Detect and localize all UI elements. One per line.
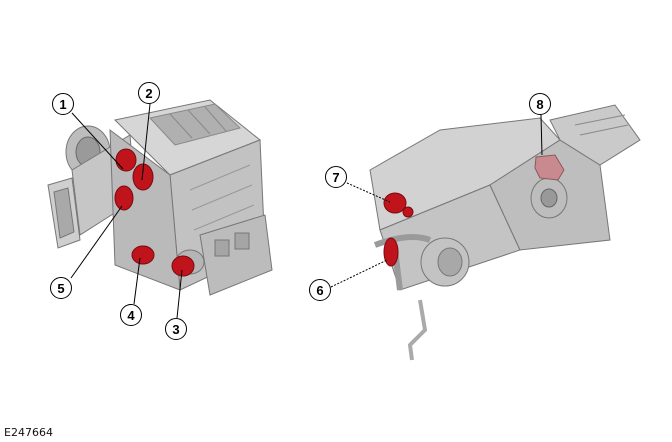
actuator-5	[114, 185, 134, 211]
leader-lines	[70, 103, 543, 319]
callout-2: 2	[138, 82, 160, 104]
actuator-2	[132, 163, 154, 191]
actuator-6	[383, 237, 399, 267]
actuator-8	[534, 154, 565, 181]
callout-6: 6	[309, 279, 331, 301]
callout-5: 5	[50, 277, 72, 299]
actuator-3	[171, 255, 195, 277]
figure-reference-code: E247664	[4, 426, 53, 439]
actuator-1	[115, 148, 137, 172]
callout-7: 7	[325, 166, 347, 188]
left-hvac-housing	[47, 99, 273, 296]
actuator-7	[383, 192, 414, 218]
right-hvac-housing	[369, 104, 641, 361]
callout-1: 1	[52, 93, 74, 115]
callout-3: 3	[165, 318, 187, 340]
callout-8: 8	[529, 93, 551, 115]
actuator-4	[131, 245, 155, 265]
callout-4: 4	[120, 304, 142, 326]
